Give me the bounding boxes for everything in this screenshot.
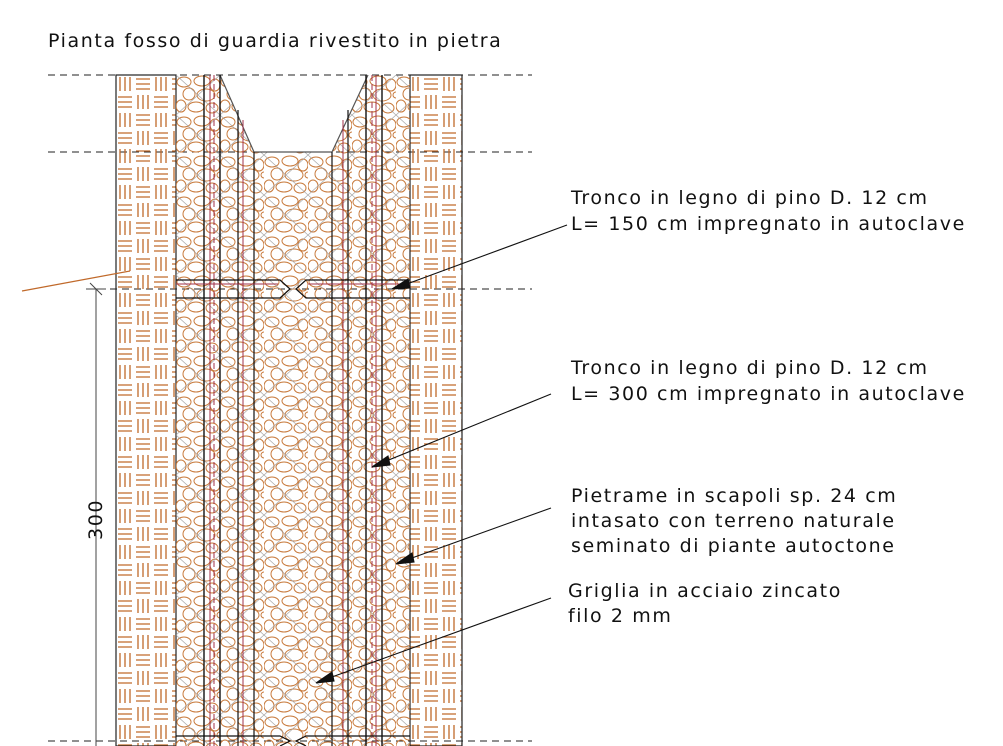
dimension-label: 300 [85,499,107,540]
note-stone-line2: intasato con terreno naturale [571,510,896,532]
note-stone-line3: seminato di piante autoctone [571,535,896,557]
note-grid-line2: filo 2 mm [568,605,672,627]
note-log-long-line2: L= 300 cm impregnato in autoclave [571,383,966,405]
leader-left [21,270,131,292]
channel-outline [219,74,369,153]
stone-fill [176,75,410,746]
note-log-short-line1: Tronco in legno di pino D. 12 cm [570,187,929,209]
note-log-long-line1: Tronco in legno di pino D. 12 cm [570,357,929,379]
vertical-logs-right [331,75,383,746]
vertical-logs-left [203,75,255,746]
timber-wall-left [115,74,177,746]
dimension-line [86,282,106,746]
note-log-short-line2: L= 150 cm impregnato in autoclave [571,213,966,235]
note-stone-line1: Pietrame in scapoli sp. 24 cm [571,485,897,507]
drawing-title: Pianta fosso di guardia rivestito in pie… [48,30,502,52]
cross-log-upper [176,279,410,299]
note-grid-line1: Griglia in acciaio zincato [568,580,842,602]
leaders [315,224,568,684]
cross-log-lower [176,735,410,746]
timber-wall-right [409,74,463,746]
